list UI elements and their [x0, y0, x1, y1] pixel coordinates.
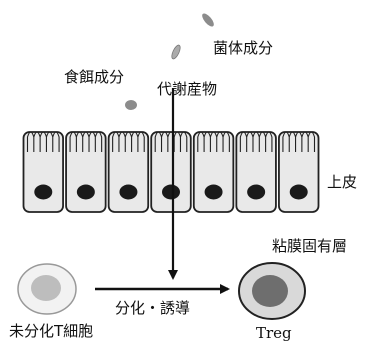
- bacterial-component-particle-1: [202, 13, 214, 27]
- microvilli: [239, 131, 273, 152]
- treg-cell: [238, 262, 306, 320]
- epithelial-cell: [107, 131, 150, 213]
- cell-nucleus: [76, 184, 95, 200]
- microvilli: [197, 131, 230, 152]
- epithelial-cell: [150, 131, 192, 213]
- epithelial-cell: [65, 131, 107, 213]
- microvilli: [26, 131, 60, 152]
- epithelial-cell: [235, 131, 277, 213]
- cell-nucleus: [119, 184, 138, 200]
- bacterial-component-particle-2: [171, 44, 181, 60]
- cell-nucleus: [162, 184, 180, 200]
- cell-nucleus: [204, 184, 223, 200]
- epithelial-layer: [22, 131, 320, 213]
- microvilli: [112, 131, 145, 152]
- microvilli: [282, 131, 316, 152]
- bacterial-component-label: 菌体成分: [213, 39, 274, 57]
- cell-nucleus: [247, 184, 266, 200]
- epithelial-cell: [192, 131, 235, 213]
- naive-t-cell: [17, 263, 77, 315]
- microvilli: [154, 131, 188, 152]
- microvilli: [69, 131, 103, 152]
- cell-nucleus: [289, 184, 308, 200]
- epithelial-cell: [22, 131, 64, 213]
- food-component-label: 食餌成分: [64, 68, 125, 86]
- metabolite-label: 代謝産物: [157, 80, 218, 98]
- lamina-propria-label: 粘膜固有層: [272, 237, 348, 255]
- cell-nucleus: [34, 184, 53, 200]
- treg-label: Treg: [256, 324, 292, 342]
- food-component-particle: [125, 100, 137, 110]
- epithelium-label: 上皮: [327, 173, 358, 191]
- naive-t-cell-label: 未分化T細胞: [9, 322, 94, 340]
- differentiation-label: 分化・誘導: [115, 299, 191, 317]
- epithelial-cell: [278, 131, 320, 213]
